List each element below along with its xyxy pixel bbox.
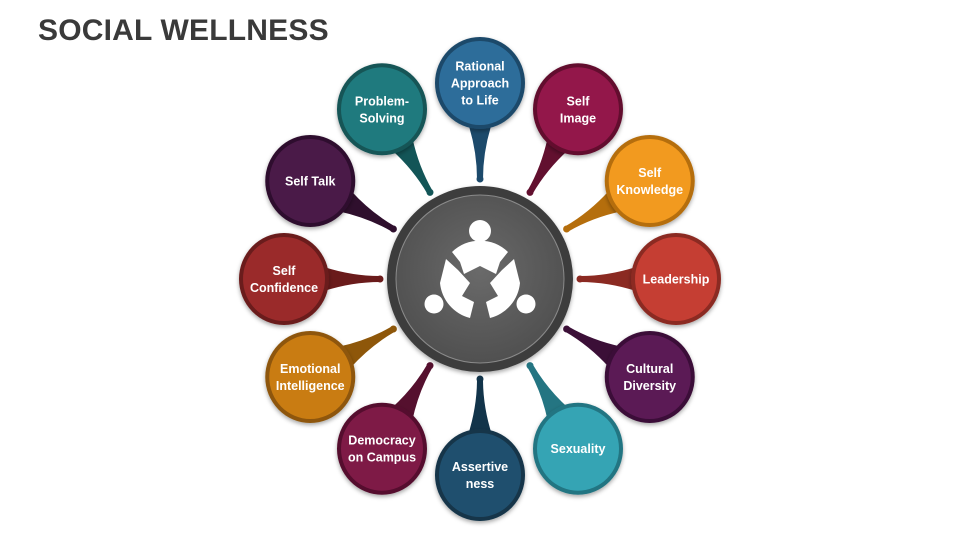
self-image-connector-knob <box>526 188 534 196</box>
cultural-diversity-connector-knob <box>563 325 571 333</box>
leadership-disc <box>635 237 717 321</box>
connectors <box>324 123 636 435</box>
node-assertiveness: Assertive ness <box>435 429 525 521</box>
problem-solving-disc <box>341 67 423 152</box>
self-talk-connector <box>338 190 395 232</box>
assertiveness-label-line: ness <box>466 477 495 491</box>
sexuality-connector <box>527 364 569 421</box>
cultural-diversity-label-line: Diversity <box>623 379 676 393</box>
self-talk-disc <box>269 139 352 223</box>
democracy-on-campus-connector-knob <box>426 362 434 370</box>
node-self-talk: Self Talk <box>265 135 356 227</box>
democracy-on-campus-disc <box>341 406 423 491</box>
democracy-on-campus-label-line: Democracy <box>348 434 415 448</box>
self-knowledge-connector <box>565 190 622 232</box>
problem-solving-label-line: Problem- <box>355 94 409 108</box>
center-hub <box>387 186 573 372</box>
rational-approach-disc <box>439 41 521 125</box>
assertiveness-disc <box>439 433 521 517</box>
problem-solving-connector <box>391 137 433 194</box>
assertiveness-label: Assertive ness <box>452 460 508 491</box>
leadership-label-line: Leadership <box>643 273 710 287</box>
self-image-connector <box>527 137 569 194</box>
self-confidence-disc <box>243 237 325 321</box>
self-confidence-label-line: Self <box>273 264 297 278</box>
emotional-intelligence-connector <box>338 326 395 368</box>
problem-solving-label-line: Solving <box>359 111 404 125</box>
self-knowledge-disc <box>608 139 691 223</box>
self-image-disc <box>537 67 619 152</box>
self-talk-label: Self Talk <box>285 175 336 189</box>
people-unity-icon <box>424 220 536 318</box>
node-democracy-on-campus: Democracy on Campus <box>337 402 427 495</box>
assertiveness-label-line: Assertive <box>452 460 508 474</box>
problem-solving-connector-knob <box>426 188 434 196</box>
self-image-label-line: Self <box>567 94 591 108</box>
problem-solving-label: Problem- Solving <box>355 94 409 125</box>
cultural-diversity-label-line: Cultural <box>626 362 673 376</box>
self-knowledge-connector-knob <box>563 225 571 233</box>
sexuality-label-line: Sexuality <box>551 442 606 456</box>
node-sexuality: Sexuality <box>533 402 623 495</box>
democracy-on-campus-connector <box>391 364 433 421</box>
leadership-label: Leadership <box>643 273 710 287</box>
emotional-intelligence-disc <box>269 335 352 419</box>
rational-approach-connector <box>468 123 492 179</box>
emotional-intelligence-connector-knob <box>389 325 397 333</box>
leadership-connector <box>580 267 636 291</box>
rational-approach-label-line: to Life <box>461 94 499 108</box>
self-image-label-line: Image <box>560 111 596 125</box>
sexuality-connector-knob <box>526 362 534 370</box>
emotional-intelligence-label-line: Intelligence <box>276 379 345 393</box>
self-talk-connector-knob <box>389 225 397 233</box>
self-confidence-connector <box>324 267 380 291</box>
assertiveness-connector <box>468 379 492 435</box>
rational-approach-label-line: Approach <box>451 77 509 91</box>
rational-approach-label-line: Rational <box>455 60 504 74</box>
node-leadership: Leadership <box>631 233 721 325</box>
democracy-on-campus-label-line: on Campus <box>348 451 416 465</box>
rational-approach-connector-knob <box>476 175 484 183</box>
leadership-connector-knob <box>576 275 584 283</box>
democracy-on-campus-label: Democracy on Campus <box>348 434 416 465</box>
page-title: SOCIAL WELLNESS <box>38 14 329 47</box>
assertiveness-connector-knob <box>476 375 484 383</box>
node-problem-solving: Problem- Solving <box>337 63 427 156</box>
cultural-diversity-disc <box>608 335 691 419</box>
sexuality-disc <box>537 406 619 491</box>
self-talk-label-line: Self Talk <box>285 175 336 189</box>
self-knowledge-label-line: Knowledge <box>616 183 683 197</box>
cultural-diversity-connector <box>565 326 622 368</box>
emotional-intelligence-label-line: Emotional <box>280 362 340 376</box>
self-knowledge-label-line: Self <box>638 166 662 180</box>
self-confidence-label-line: Confidence <box>250 281 318 295</box>
self-confidence-connector-knob <box>376 275 384 283</box>
sexuality-label: Sexuality <box>551 442 606 456</box>
